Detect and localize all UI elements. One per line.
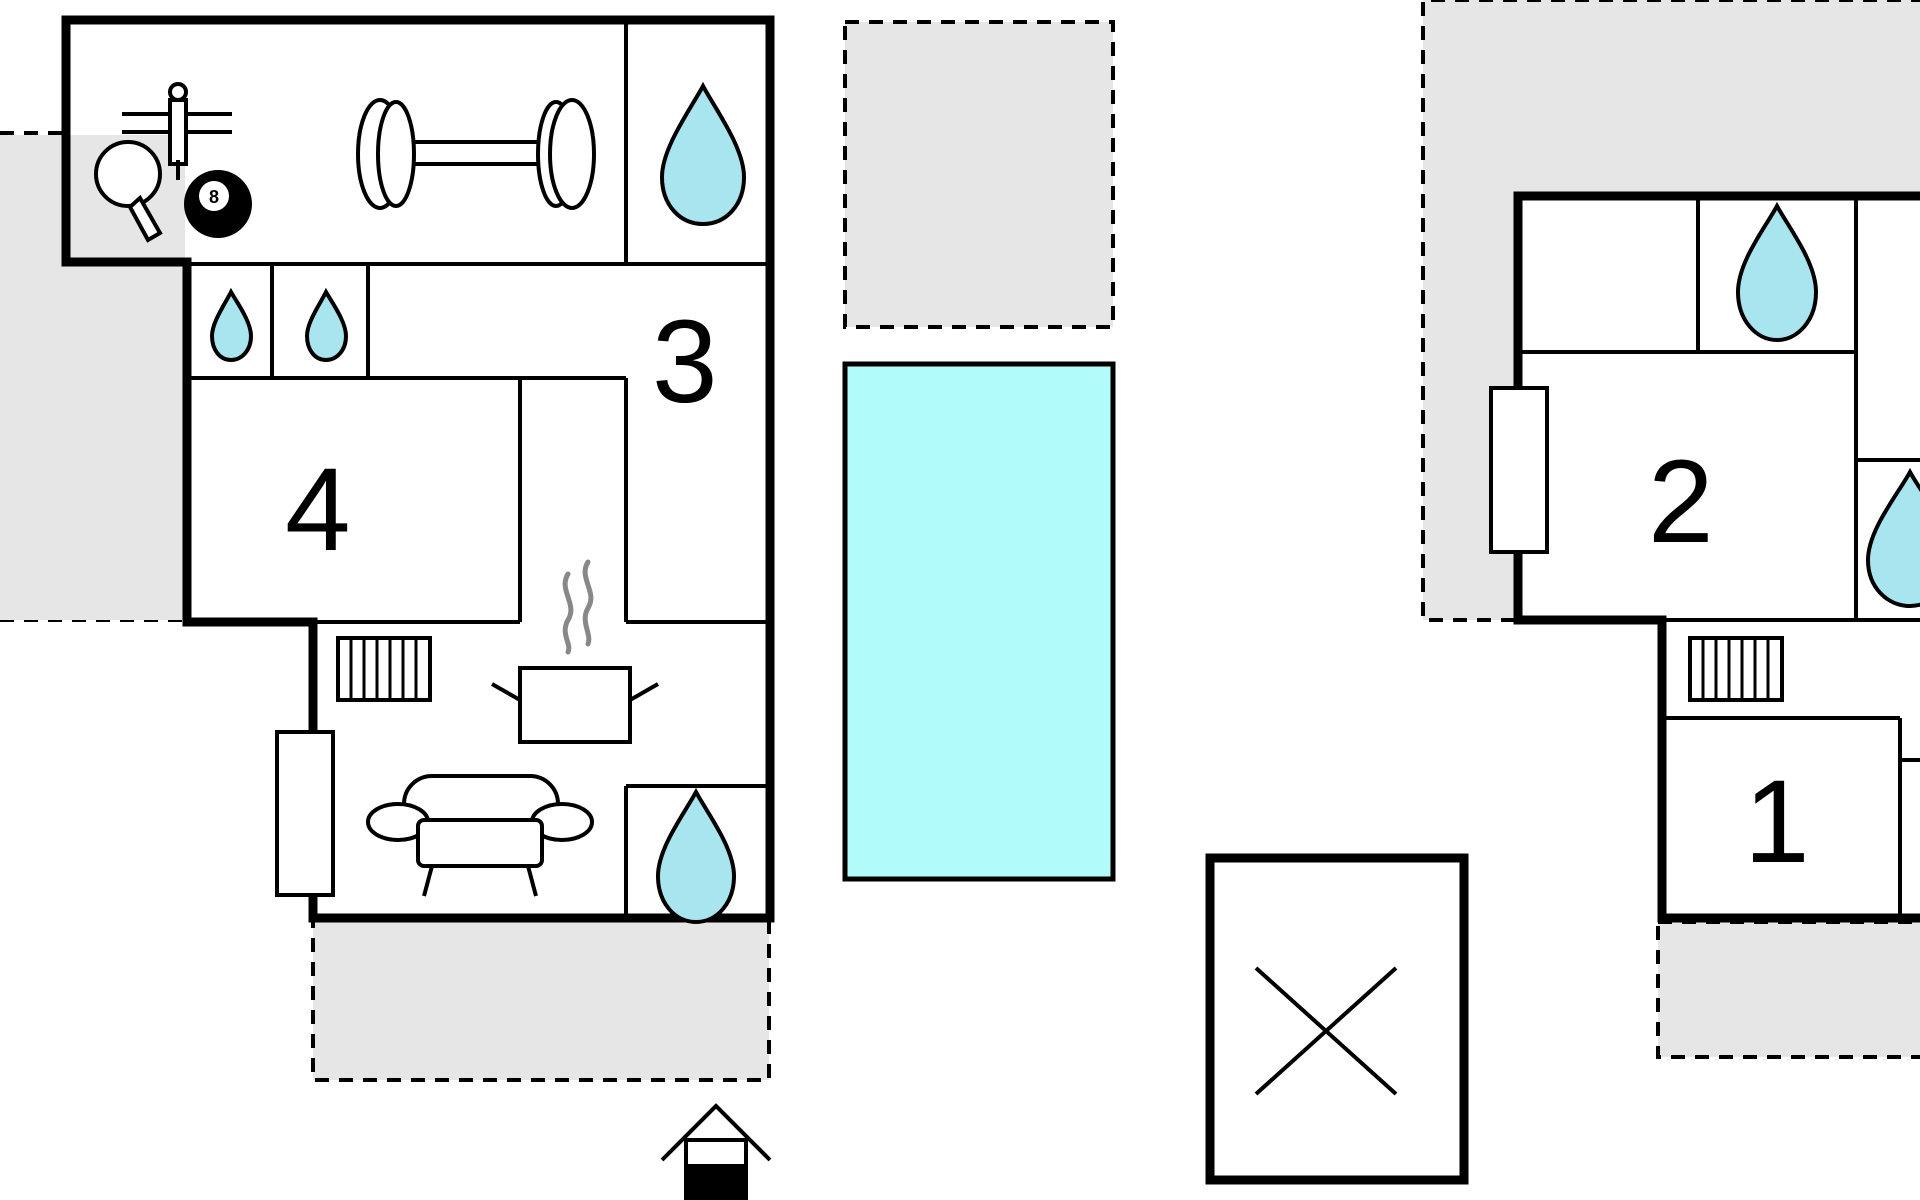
terrace-top-middle	[843, 20, 1115, 329]
door-panel	[1489, 386, 1549, 554]
room-number-3: 3	[652, 296, 718, 428]
billiard-ball-number: 8	[209, 187, 219, 207]
water-drop-icon	[1735, 201, 1819, 343]
right-house-outer-wall	[1513, 191, 1920, 923]
table-tennis-icon	[94, 140, 163, 243]
billiard-ball-icon: 8	[184, 170, 252, 238]
left-house-interior-walls	[66, 20, 770, 918]
right-house: 2 1	[1489, 191, 1920, 923]
left-house: 3 4 8	[61, 15, 775, 925]
radiator-icon	[1688, 636, 1784, 702]
radiator-icon	[336, 636, 432, 702]
swimming-pool	[842, 361, 1116, 882]
dumbbell-icon	[356, 98, 596, 210]
door-panel	[275, 730, 335, 897]
cross-icon	[1205, 853, 1469, 1185]
entrance-icon	[660, 1103, 772, 1200]
room-number-2: 2	[1648, 436, 1714, 568]
room-number-4: 4	[285, 444, 351, 576]
terrace-left-fill	[0, 135, 185, 620]
water-drop-icon	[1865, 467, 1920, 609]
sofa-icon	[366, 774, 594, 897]
terrace-bottom-right	[1656, 920, 1920, 1059]
terrace-bottom	[311, 918, 771, 1082]
water-drop-icon	[209, 287, 254, 363]
water-drop-icon	[659, 81, 747, 227]
foosball-icon	[122, 82, 232, 180]
terraces	[0, 0, 1920, 1082]
room-number-1: 1	[1744, 756, 1810, 888]
cooking-pot-icon	[491, 559, 659, 744]
water-drop-icon	[655, 787, 737, 925]
water-drop-icon	[304, 287, 349, 363]
right-house-interior-walls	[1518, 196, 1920, 918]
